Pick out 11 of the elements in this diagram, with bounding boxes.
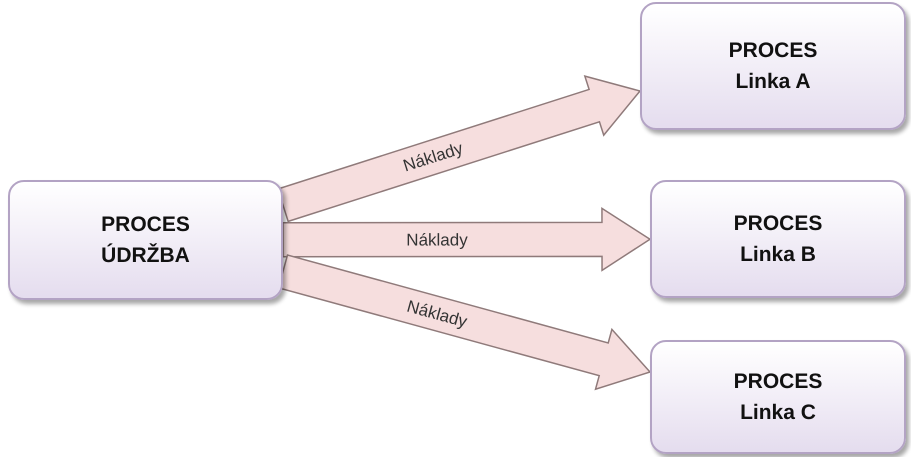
- box-label: PROCES Linka C: [732, 368, 824, 426]
- process-box: [8, 180, 283, 300]
- box-label: PROCES Linka B: [732, 210, 824, 268]
- edge-label: Náklady: [401, 140, 465, 175]
- box-label: PROCES Linka A: [728, 38, 818, 95]
- block-arrow: [282, 206, 652, 272]
- process-box: [650, 340, 906, 454]
- process-box: [650, 180, 906, 298]
- edge-label: Náklady: [406, 231, 468, 248]
- process-box: [640, 2, 906, 130]
- box-label: PROCES ÚDRŽBA: [100, 212, 191, 269]
